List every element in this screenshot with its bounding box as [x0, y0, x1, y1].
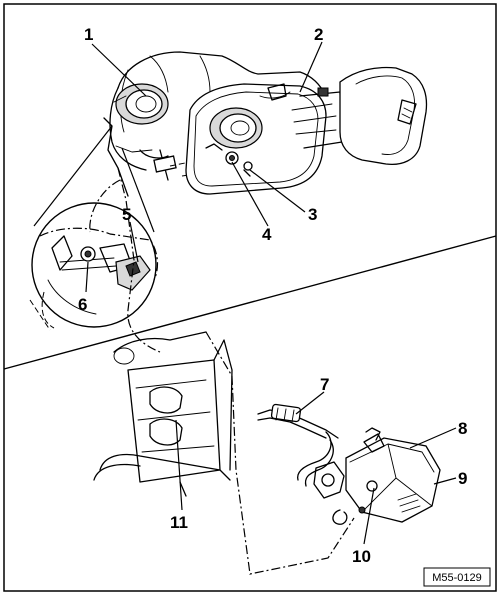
leader-9	[433, 477, 457, 485]
leader-6	[85, 261, 89, 293]
leader-8	[409, 427, 457, 449]
callout-9: 9	[458, 469, 467, 488]
callout-11: 11	[170, 513, 188, 532]
leader-1	[91, 43, 147, 97]
callout-6: 6	[78, 295, 87, 314]
leader-3	[249, 169, 306, 213]
detail-inset	[29, 125, 159, 331]
filler-recess-assembly	[103, 51, 428, 197]
reference-code: M55-0129	[432, 572, 482, 584]
leader-2	[299, 41, 323, 93]
leader-10	[363, 487, 375, 545]
leader-11	[175, 419, 183, 511]
callout-4: 4	[262, 225, 272, 244]
reference-code-box: M55-0129	[423, 567, 491, 587]
callout-8: 8	[458, 419, 467, 438]
callout-1: 1	[84, 25, 93, 44]
callout-3: 3	[308, 205, 317, 224]
callout-10: 10	[352, 547, 371, 566]
leader-4	[231, 161, 269, 227]
leader-7	[295, 391, 325, 415]
leader-5	[129, 221, 139, 263]
actuator-assembly	[93, 331, 441, 575]
callout-5: 5	[122, 205, 131, 224]
callout-2: 2	[314, 25, 323, 44]
figure-frame	[3, 3, 497, 592]
callout-7: 7	[320, 375, 329, 394]
inset-circle	[31, 202, 157, 328]
section-divider	[3, 235, 497, 370]
